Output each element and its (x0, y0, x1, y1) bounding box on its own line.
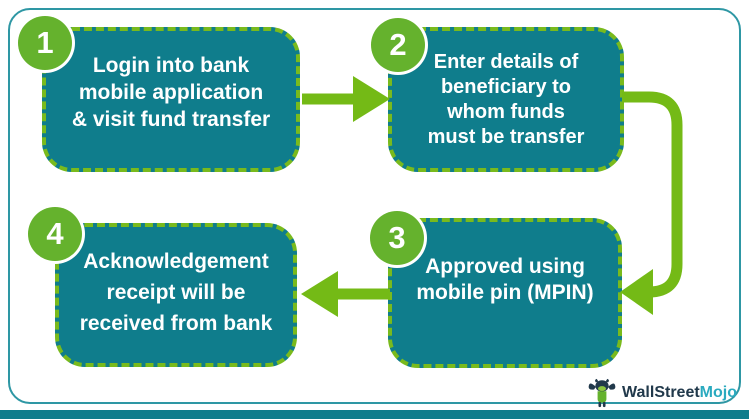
logo-text-secondary: Mojo (699, 384, 737, 401)
bull-mascot-icon (588, 378, 616, 408)
bottom-accent-bar (0, 410, 749, 419)
step-number-badge-3: 3 (370, 211, 424, 265)
step1-text-line: mobile application (78, 81, 264, 104)
logo-text: WallStreetMojo (622, 384, 737, 402)
step-number-2: 2 (389, 27, 407, 62)
diagram-frame (8, 8, 741, 404)
step4-text-line: receipt will be (106, 280, 246, 304)
step-box-2: Enter details of beneficiary to whom fun… (388, 27, 624, 172)
step1-text-line: & visit fund transfer (71, 108, 271, 131)
step-number-badge-1: 1 (18, 16, 72, 70)
step1-text-line: Login into bank (92, 54, 250, 77)
wallstreetmojo-logo: WallStreetMojo (587, 377, 737, 409)
step-number-3: 3 (388, 220, 406, 255)
step2-text-line: beneficiary to (440, 75, 572, 98)
step3-text-line: mobile pin (MPIN) (416, 281, 594, 304)
step-number-badge-4: 4 (28, 207, 82, 261)
step-number-badge-2: 2 (371, 18, 425, 72)
step4-text-line: Acknowledgement (83, 249, 269, 273)
step3-text-line: Approved using (425, 255, 585, 278)
step-number-1: 1 (36, 25, 54, 60)
step-number-4: 4 (46, 216, 64, 251)
step4-text-line: received from bank (79, 311, 273, 335)
step2-text-line: must be transfer (427, 125, 585, 148)
step2-text-line: Enter details of (433, 50, 579, 73)
step-box-4: Acknowledgement receipt will be received… (55, 223, 297, 367)
logo-text-primary: WallStreet (622, 384, 700, 401)
step-box-3: Approved using mobile pin (MPIN) (388, 218, 622, 368)
step2-text-line: whom funds (447, 100, 565, 123)
step-box-1: Login into bank mobile application & vis… (42, 27, 300, 172)
